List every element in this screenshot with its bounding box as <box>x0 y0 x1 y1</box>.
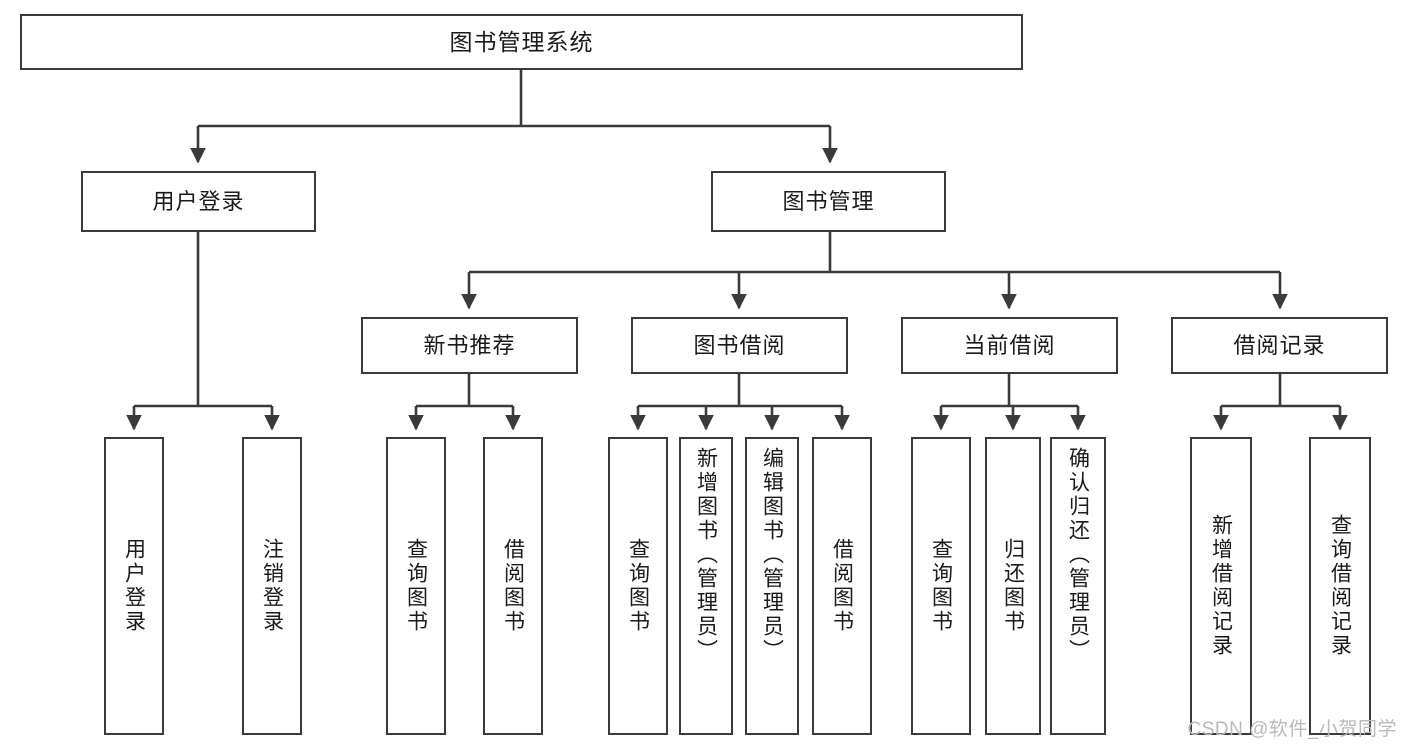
node-current-borrow-label: 当前借阅 <box>963 332 1056 358</box>
node-user-login-label: 用户登录 <box>152 188 245 214</box>
node-book-manage[interactable]: 图书管理 <box>711 171 946 232</box>
node-leaf-query-book-1[interactable]: 查询图书 <box>386 437 446 735</box>
node-leaf-user-login-label: 用户登录 <box>122 538 146 634</box>
node-leaf-user-logout[interactable]: 注销登录 <box>242 437 302 735</box>
node-new-book-recommend-label: 新书推荐 <box>423 332 516 358</box>
node-leaf-return-book[interactable]: 归还图书 <box>985 437 1041 735</box>
node-leaf-borrow-book-1-label: 借阅图书 <box>501 538 525 634</box>
node-leaf-user-logout-label: 注销登录 <box>260 538 284 634</box>
node-new-book-recommend[interactable]: 新书推荐 <box>361 317 578 374</box>
node-leaf-query-book-2-label: 查询图书 <box>626 538 650 634</box>
node-book-borrow-label: 图书借阅 <box>693 332 786 358</box>
watermark: CSDN @软件_小贺同学 <box>1187 719 1397 740</box>
node-leaf-return-book-label: 归还图书 <box>1001 538 1025 634</box>
node-leaf-user-login[interactable]: 用户登录 <box>104 437 164 735</box>
node-leaf-confirm-return-admin-label: 确认归还（管理员） <box>1066 447 1090 663</box>
node-leaf-confirm-return-admin[interactable]: 确认归还（管理员） <box>1050 437 1106 735</box>
node-book-manage-label: 图书管理 <box>782 188 875 214</box>
node-leaf-edit-book-admin-label: 编辑图书（管理员） <box>760 447 784 663</box>
node-leaf-add-book-admin-label: 新增图书（管理员） <box>694 447 718 663</box>
node-leaf-query-book-2[interactable]: 查询图书 <box>608 437 668 735</box>
node-borrow-record[interactable]: 借阅记录 <box>1171 317 1388 374</box>
node-leaf-query-borrow-record[interactable]: 查询借阅记录 <box>1309 437 1371 735</box>
node-leaf-edit-book-admin[interactable]: 编辑图书（管理员） <box>745 437 799 735</box>
node-root[interactable]: 图书管理系统 <box>20 14 1023 70</box>
node-root-label: 图书管理系统 <box>449 28 594 55</box>
node-leaf-query-borrow-record-label: 查询借阅记录 <box>1328 514 1352 658</box>
node-leaf-borrow-book-2[interactable]: 借阅图书 <box>812 437 872 735</box>
node-leaf-query-book-3[interactable]: 查询图书 <box>911 437 971 735</box>
node-leaf-add-book-admin[interactable]: 新增图书（管理员） <box>679 437 733 735</box>
node-current-borrow[interactable]: 当前借阅 <box>901 317 1118 374</box>
node-book-borrow[interactable]: 图书借阅 <box>631 317 848 374</box>
node-user-login[interactable]: 用户登录 <box>81 171 316 232</box>
node-borrow-record-label: 借阅记录 <box>1233 332 1326 358</box>
node-leaf-query-book-1-label: 查询图书 <box>404 538 428 634</box>
node-leaf-borrow-book-2-label: 借阅图书 <box>830 538 854 634</box>
node-leaf-borrow-book-1[interactable]: 借阅图书 <box>483 437 543 735</box>
node-leaf-add-borrow-record[interactable]: 新增借阅记录 <box>1190 437 1252 735</box>
node-leaf-query-book-3-label: 查询图书 <box>929 538 953 634</box>
node-leaf-add-borrow-record-label: 新增借阅记录 <box>1209 514 1233 658</box>
